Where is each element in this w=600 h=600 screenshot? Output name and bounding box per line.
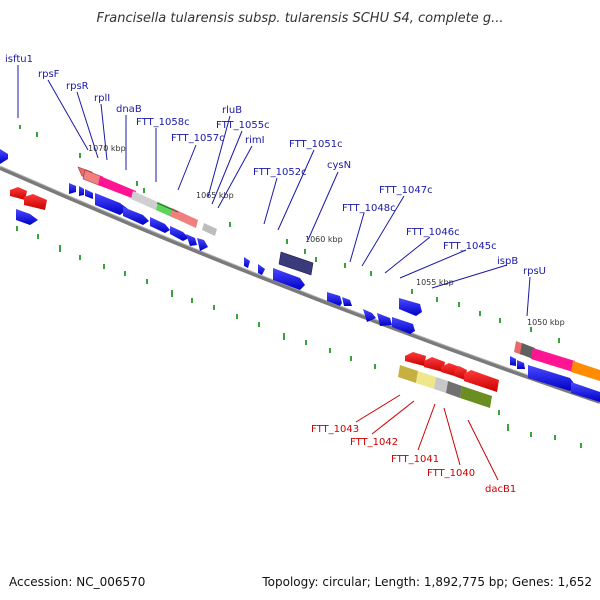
genome-backbone-highlight	[0, 165, 600, 401]
summary-text: Topology: circular; Length: 1,892,775 bp…	[261, 575, 592, 589]
gene-label-rpsU[interactable]: rpsU	[523, 266, 546, 277]
gene-label-rpsF[interactable]: rpsF	[38, 69, 60, 80]
gene-label-FTT_1040[interactable]: FTT_1040	[427, 468, 475, 479]
gene-label-dacB1[interactable]: dacB1	[485, 484, 516, 495]
gene-label-FTT_1046c[interactable]: FTT_1046c	[406, 227, 460, 238]
leader-lines-reverse	[355, 394, 499, 481]
feature-box-purple	[278, 251, 314, 276]
gene-label-FTT_1052c[interactable]: FTT_1052c	[253, 167, 307, 178]
gene-label-cysN[interactable]: cysN	[327, 160, 351, 171]
gene-label-FTT_1041[interactable]: FTT_1041	[391, 454, 439, 465]
tick-label-1055: 1055 kbp	[416, 278, 454, 287]
gene-label-rpsR[interactable]: rpsR	[66, 81, 89, 92]
gene-label-FTT_1057c[interactable]: FTT_1057c	[171, 133, 225, 144]
forward-arrows-upper	[0, 149, 600, 402]
accession-text: Accession: NC_006570	[9, 575, 145, 589]
gene-label-FTT_1055c[interactable]: FTT_1055c	[216, 120, 270, 131]
map-title: Francisella tularensis subsp. tularensis…	[96, 11, 503, 26]
reverse-arrows	[10, 187, 499, 392]
forward-arrows-lower	[16, 209, 38, 225]
gene-label-FTT_1051c[interactable]: FTT_1051c	[289, 139, 343, 150]
gene-label-rluB[interactable]: rluB	[222, 105, 242, 116]
gene-label-isftu1[interactable]: isftu1	[5, 54, 33, 65]
tick-label-1050: 1050 kbp	[527, 318, 565, 327]
gene-label-FTT_1043[interactable]: FTT_1043	[311, 424, 359, 435]
scale-ticks	[16, 125, 582, 448]
gene-label-FTT_1058c[interactable]: FTT_1058c	[136, 117, 190, 128]
gene-label-ispB[interactable]: ispB	[497, 256, 518, 267]
gene-label-FTT_1048c[interactable]: FTT_1048c	[342, 203, 396, 214]
gene-label-FTT_1047c[interactable]: FTT_1047c	[379, 185, 433, 196]
genome-backbone	[0, 166, 600, 404]
gene-label-rplI[interactable]: rplI	[94, 93, 110, 104]
leader-lines-forward	[17, 65, 531, 317]
gene-label-rimI[interactable]: rimI	[245, 135, 265, 146]
feature-boxes-left	[77, 166, 217, 236]
gene-label-FTT_1045c[interactable]: FTT_1045c	[443, 241, 497, 252]
gene-label-dnaB[interactable]: dnaB	[116, 104, 142, 115]
tick-label-1060: 1060 kbp	[305, 235, 343, 244]
feature-boxes-reverse	[398, 365, 492, 408]
tick-label-1070: 1070 kbp	[88, 144, 126, 153]
tick-label-1065: 1065 kbp	[196, 191, 234, 200]
feature-boxes-right	[514, 341, 600, 381]
gene-label-FTT_1042[interactable]: FTT_1042	[350, 437, 398, 448]
